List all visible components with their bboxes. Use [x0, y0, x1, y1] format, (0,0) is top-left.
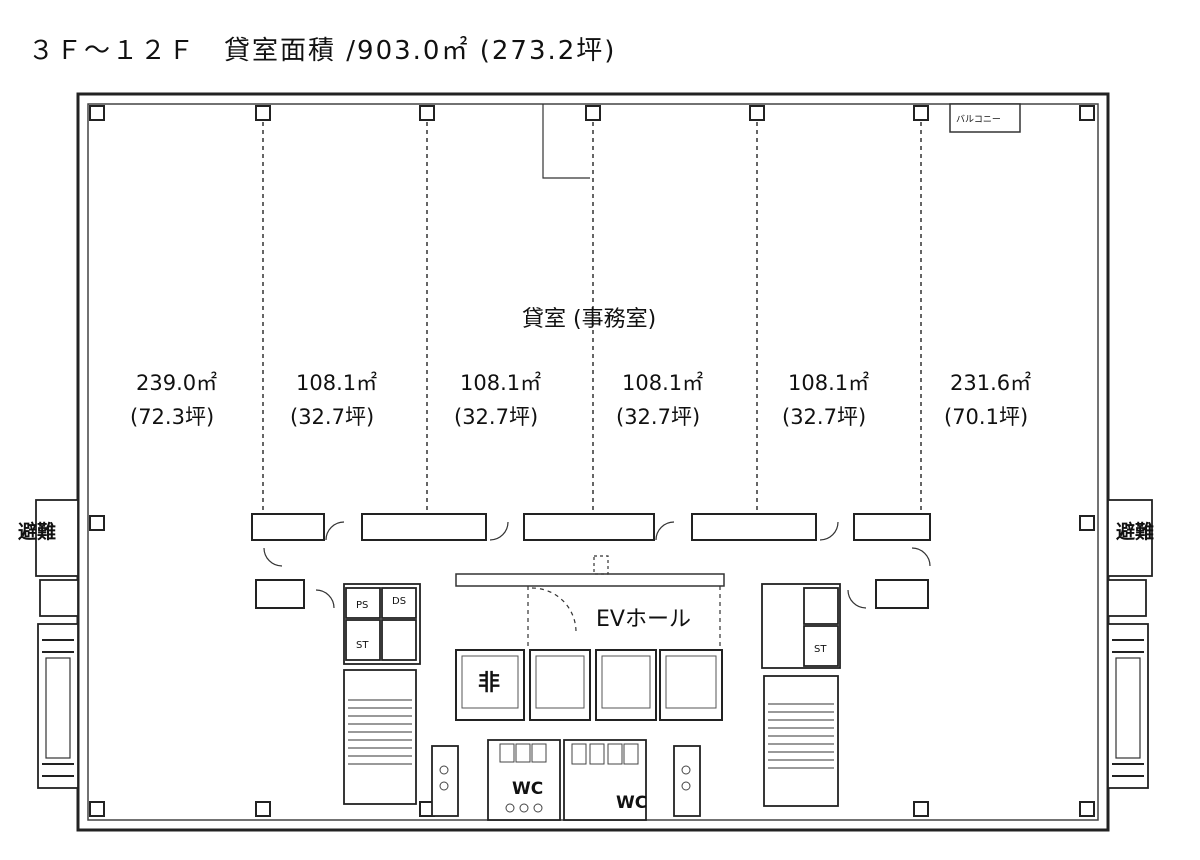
unit-area: 231.6㎡: [950, 371, 1031, 395]
left-stairs: [348, 699, 412, 765]
ps-label: PS: [356, 600, 368, 611]
shaft-notch: [542, 104, 590, 179]
unit-area: 108.1㎡: [622, 371, 703, 395]
door-swings: [263, 521, 931, 609]
emergency-elevator-label: 非: [478, 671, 500, 696]
wc-stalls: [439, 743, 691, 813]
office-label: 貸室 (事務室): [522, 307, 656, 332]
right-core: [761, 583, 841, 807]
ev-door-swing: [531, 587, 577, 633]
left-evac-window: [45, 657, 71, 759]
plan-title: ３Ｆ～１２Ｆ 貸室面積 /903.0㎡ (273.2坪): [28, 36, 617, 66]
ev-hall-dashed-box: [593, 555, 609, 575]
st-label-right: ST: [814, 644, 827, 655]
elevator-inner: [461, 655, 717, 709]
partition-lines: [262, 122, 922, 515]
evacuation-label-right: 避難: [1116, 520, 1154, 543]
outer-wall: [76, 92, 1110, 832]
ev-hall-label: EVホール: [596, 607, 691, 632]
unit-area: 108.1㎡: [788, 371, 869, 395]
left-evac-ladder: [42, 639, 74, 777]
unit-tsubo: (72.3坪): [130, 405, 214, 429]
corridor-fixtures: [251, 513, 931, 609]
unit-tsubo: (32.7坪): [616, 405, 700, 429]
unit-tsubo: (32.7坪): [454, 405, 538, 429]
left-core: [343, 583, 421, 805]
wc-label-2: WC: [616, 793, 647, 813]
unit-area: 239.0㎡: [136, 371, 217, 395]
wc-label-1: WC: [512, 779, 543, 799]
unit-tsubo: (70.1坪): [944, 405, 1028, 429]
ev-hall-wall: [455, 573, 725, 587]
st-label-left: ST: [356, 640, 369, 651]
right-stairs: [768, 703, 834, 769]
evacuation-label-left: 避難: [18, 520, 56, 543]
unit-tsubo: (32.7坪): [782, 405, 866, 429]
ev-hall-dashed: [527, 586, 721, 646]
ds-label: DS: [392, 596, 406, 607]
columns: [89, 105, 1095, 817]
right-evac-ladder: [1112, 639, 1144, 777]
unit-tsubo: (32.7坪): [290, 405, 374, 429]
wc-area: [431, 739, 701, 821]
unit-area: 108.1㎡: [460, 371, 541, 395]
balcony: [949, 103, 1021, 133]
unit-area: 108.1㎡: [296, 371, 377, 395]
balcony-label: バルコニー: [956, 114, 1001, 125]
right-evac-window: [1115, 657, 1141, 759]
